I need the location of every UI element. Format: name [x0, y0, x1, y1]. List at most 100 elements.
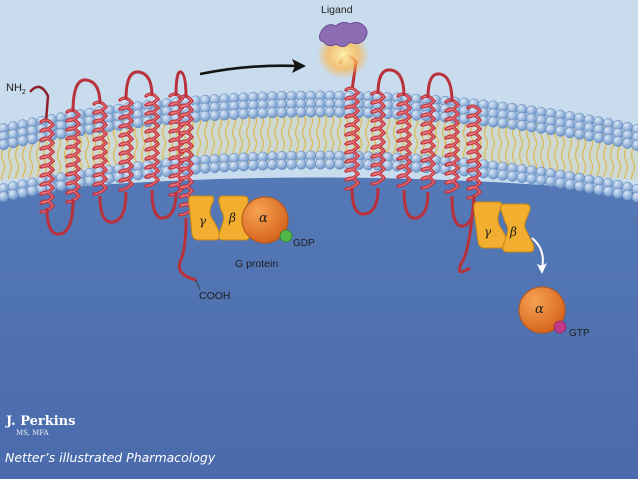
lipid-head — [334, 158, 346, 170]
lipid-head — [276, 159, 288, 170]
helix-highlight — [145, 93, 159, 187]
artist-degree: MS, MFA — [16, 429, 49, 437]
lipid-head — [583, 130, 595, 142]
lipid-head — [516, 120, 528, 131]
lipid-head — [602, 186, 614, 197]
lipid-head — [622, 189, 634, 201]
beta-subunit-free — [500, 203, 535, 253]
lipid-head — [526, 121, 538, 133]
lipid-head — [506, 170, 518, 182]
lipid-head — [516, 172, 528, 183]
ligand-label: Ligand — [321, 4, 353, 16]
helix-highlight — [421, 95, 435, 189]
lipid-head — [535, 174, 547, 186]
lipid-head — [314, 158, 326, 170]
receptor-active — [338, 54, 483, 274]
lipid-head — [506, 118, 518, 130]
lipid-head — [593, 132, 605, 144]
lipid-head — [247, 159, 259, 171]
gamma-subunit — [188, 195, 220, 241]
helix-highlight — [397, 93, 411, 187]
c-terminus-label: COOH — [199, 290, 231, 302]
lipid-head — [7, 137, 19, 149]
lipid-head — [17, 187, 29, 199]
lipid-head — [631, 139, 638, 151]
c-terminus-tail — [177, 217, 197, 282]
alpha-label: α — [259, 211, 268, 226]
lipid-head — [631, 191, 638, 203]
lipid-head — [276, 107, 288, 118]
helix-highlight — [467, 105, 481, 199]
g-protein-label: G protein — [235, 258, 278, 270]
g-protein-activated: γ β α GTP — [473, 201, 590, 339]
lipid-head — [305, 106, 317, 118]
receptor-loops-left — [45, 70, 188, 236]
helix-highlight — [66, 109, 80, 203]
beta-label-free: β — [509, 225, 517, 239]
lipid-head — [132, 117, 144, 129]
cooh-leader-line — [195, 279, 201, 291]
lipid-head — [0, 139, 10, 151]
lipid-head — [564, 179, 576, 191]
lipid-head — [535, 122, 547, 134]
artist-name: J. Perkins — [6, 414, 76, 429]
lipid-head — [612, 187, 624, 199]
helix-highlight — [371, 91, 385, 185]
receptor-loops-right — [350, 68, 476, 228]
lipid-head — [554, 177, 566, 189]
lipid-head — [238, 160, 250, 172]
source-caption: Netter’s illustrated Pharmacology — [5, 450, 216, 465]
lipid-head — [622, 137, 634, 149]
beta-label: β — [228, 211, 236, 225]
lipid-head — [410, 109, 422, 121]
lipid-head — [410, 161, 422, 173]
lipid-head — [574, 180, 586, 192]
lipid-head — [305, 158, 317, 170]
lipid-head — [209, 110, 221, 122]
dissociation-arrow — [531, 237, 544, 269]
lipid-head — [247, 107, 259, 119]
lipid-head — [334, 106, 346, 118]
gdp-label: GDP — [293, 238, 315, 249]
lipid-head — [497, 169, 509, 181]
lipid-head — [295, 106, 307, 118]
lipid-head — [314, 106, 326, 118]
lipid-head — [545, 124, 557, 136]
c-terminus-tail-active — [457, 195, 476, 274]
lipid-head — [602, 134, 614, 145]
helix-highlight — [345, 87, 359, 190]
lipid-head — [238, 108, 250, 120]
lipid-head — [526, 173, 538, 185]
lipid-head — [228, 108, 240, 120]
dissociation-arrowhead — [537, 263, 547, 274]
g-protein-inactive: γ β α GDP G protein — [188, 195, 315, 270]
ligand-binding-arrow — [199, 59, 306, 76]
lipid-head — [132, 169, 144, 181]
lipid-head — [199, 162, 211, 174]
gdp-molecule — [279, 229, 293, 243]
gtp-label: GTP — [569, 328, 590, 339]
ligand-group: Ligand — [317, 4, 369, 79]
lipid-head — [209, 162, 221, 174]
lipid-head — [583, 182, 595, 194]
lipid-head — [218, 161, 230, 173]
lipid-head — [295, 158, 307, 170]
lipid-head — [257, 107, 269, 119]
lipid-head — [266, 107, 278, 119]
lipid-head — [324, 158, 336, 170]
lipid-head — [554, 125, 566, 137]
cytoplasm — [0, 177, 638, 479]
alpha-subunit — [241, 196, 289, 244]
helix-highlight — [40, 119, 54, 213]
lipid-head — [199, 110, 211, 122]
lipid-head — [487, 168, 499, 180]
helix-highlight — [119, 97, 133, 191]
lipid-head — [593, 184, 605, 196]
lipid-head — [26, 133, 38, 145]
n-terminus-label: NH2 — [6, 82, 26, 96]
lipid-head — [228, 160, 240, 172]
alpha-subunit-free — [518, 286, 566, 334]
lipid-head — [286, 158, 298, 170]
artist-credit: J. Perkins MS, MFA — [6, 414, 75, 437]
